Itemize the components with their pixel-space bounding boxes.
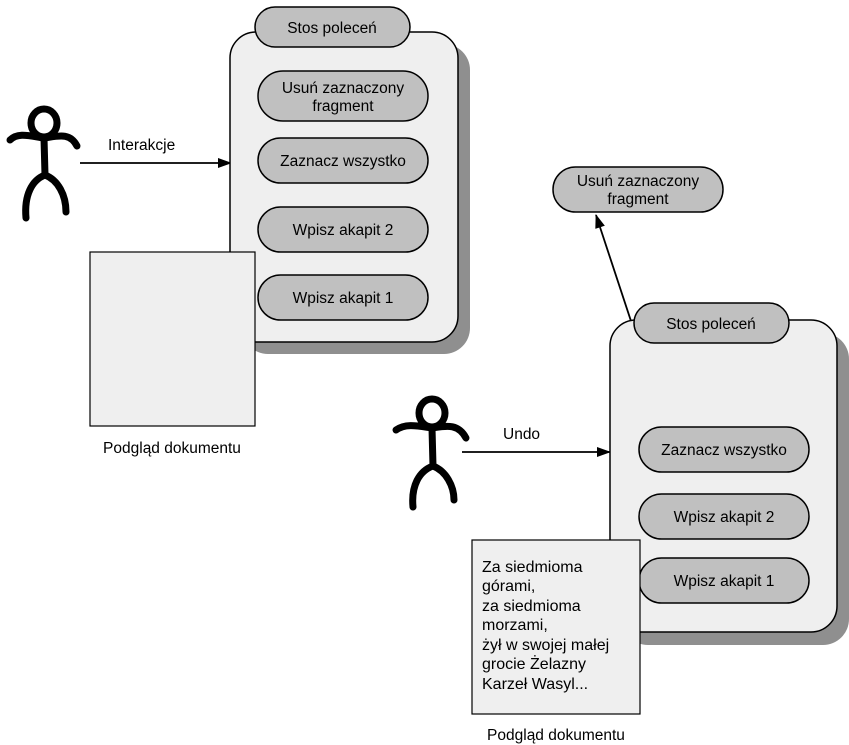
document-preview bbox=[471, 539, 641, 715]
preview-line: górami, bbox=[482, 578, 535, 595]
stack-item-label: Wpisz akapit 2 bbox=[293, 222, 394, 239]
interactions-arrow-label: Interakcje bbox=[108, 137, 175, 154]
preview-line: za siedmioma bbox=[482, 598, 581, 615]
stack-title-pill: Stos poleceń bbox=[254, 6, 411, 48]
stack-item-label: Usuń zaznaczony bbox=[282, 80, 405, 97]
preview-line: morzami, bbox=[482, 617, 548, 634]
document-preview-caption: Podgląd dokumentu bbox=[487, 727, 625, 744]
stack-item-label-line2: fragment bbox=[312, 98, 374, 115]
stack-title: Stos poleceń bbox=[666, 316, 756, 333]
user-figure-icon bbox=[6, 105, 81, 222]
popped-command-label-line2: fragment bbox=[607, 191, 669, 208]
scene-undo: Usuń zaznaczony fragment Undo Stos polec… bbox=[392, 166, 849, 744]
document-preview bbox=[89, 251, 256, 427]
stack-item-label: Wpisz akapit 1 bbox=[293, 290, 394, 307]
preview-line: Karzeł Wasyl... bbox=[482, 676, 588, 693]
document-preview-caption: Podgląd dokumentu bbox=[103, 440, 241, 457]
document-preview-text: Za siedmioma górami, za siedmioma morzam… bbox=[482, 559, 609, 693]
undo-arrow-label: Undo bbox=[503, 426, 540, 443]
scene-interactions: Interakcje Stos poleceń Usuń zaznaczony … bbox=[6, 6, 470, 457]
stack-item: Usuń zaznaczony fragment bbox=[257, 70, 429, 122]
popped-command-pill: Usuń zaznaczony fragment bbox=[552, 166, 724, 213]
preview-line: żył w swojej małej bbox=[482, 637, 609, 654]
user-figure-icon bbox=[392, 395, 470, 511]
stack-title-pill: Stos poleceń bbox=[633, 302, 790, 344]
stack-item: Wpisz akapit 2 bbox=[638, 493, 810, 540]
stack-item-label: Wpisz akapit 2 bbox=[674, 509, 775, 526]
popped-command-label: Usuń zaznaczony bbox=[577, 173, 700, 190]
stack-title: Stos poleceń bbox=[287, 20, 377, 37]
stack-item-label: Zaznacz wszystko bbox=[280, 153, 406, 170]
stack-item: Wpisz akapit 1 bbox=[257, 274, 429, 321]
preview-line: Za siedmioma bbox=[482, 559, 583, 576]
stack-item: Wpisz akapit 2 bbox=[257, 206, 429, 253]
preview-line: grocie Żelazny bbox=[482, 654, 586, 673]
stack-item: Wpisz akapit 1 bbox=[638, 557, 810, 604]
stack-item-label: Zaznacz wszystko bbox=[661, 442, 787, 459]
stack-item: Zaznacz wszystko bbox=[638, 426, 810, 473]
stack-item-label: Wpisz akapit 1 bbox=[674, 573, 775, 590]
stack-item: Zaznacz wszystko bbox=[257, 137, 429, 184]
